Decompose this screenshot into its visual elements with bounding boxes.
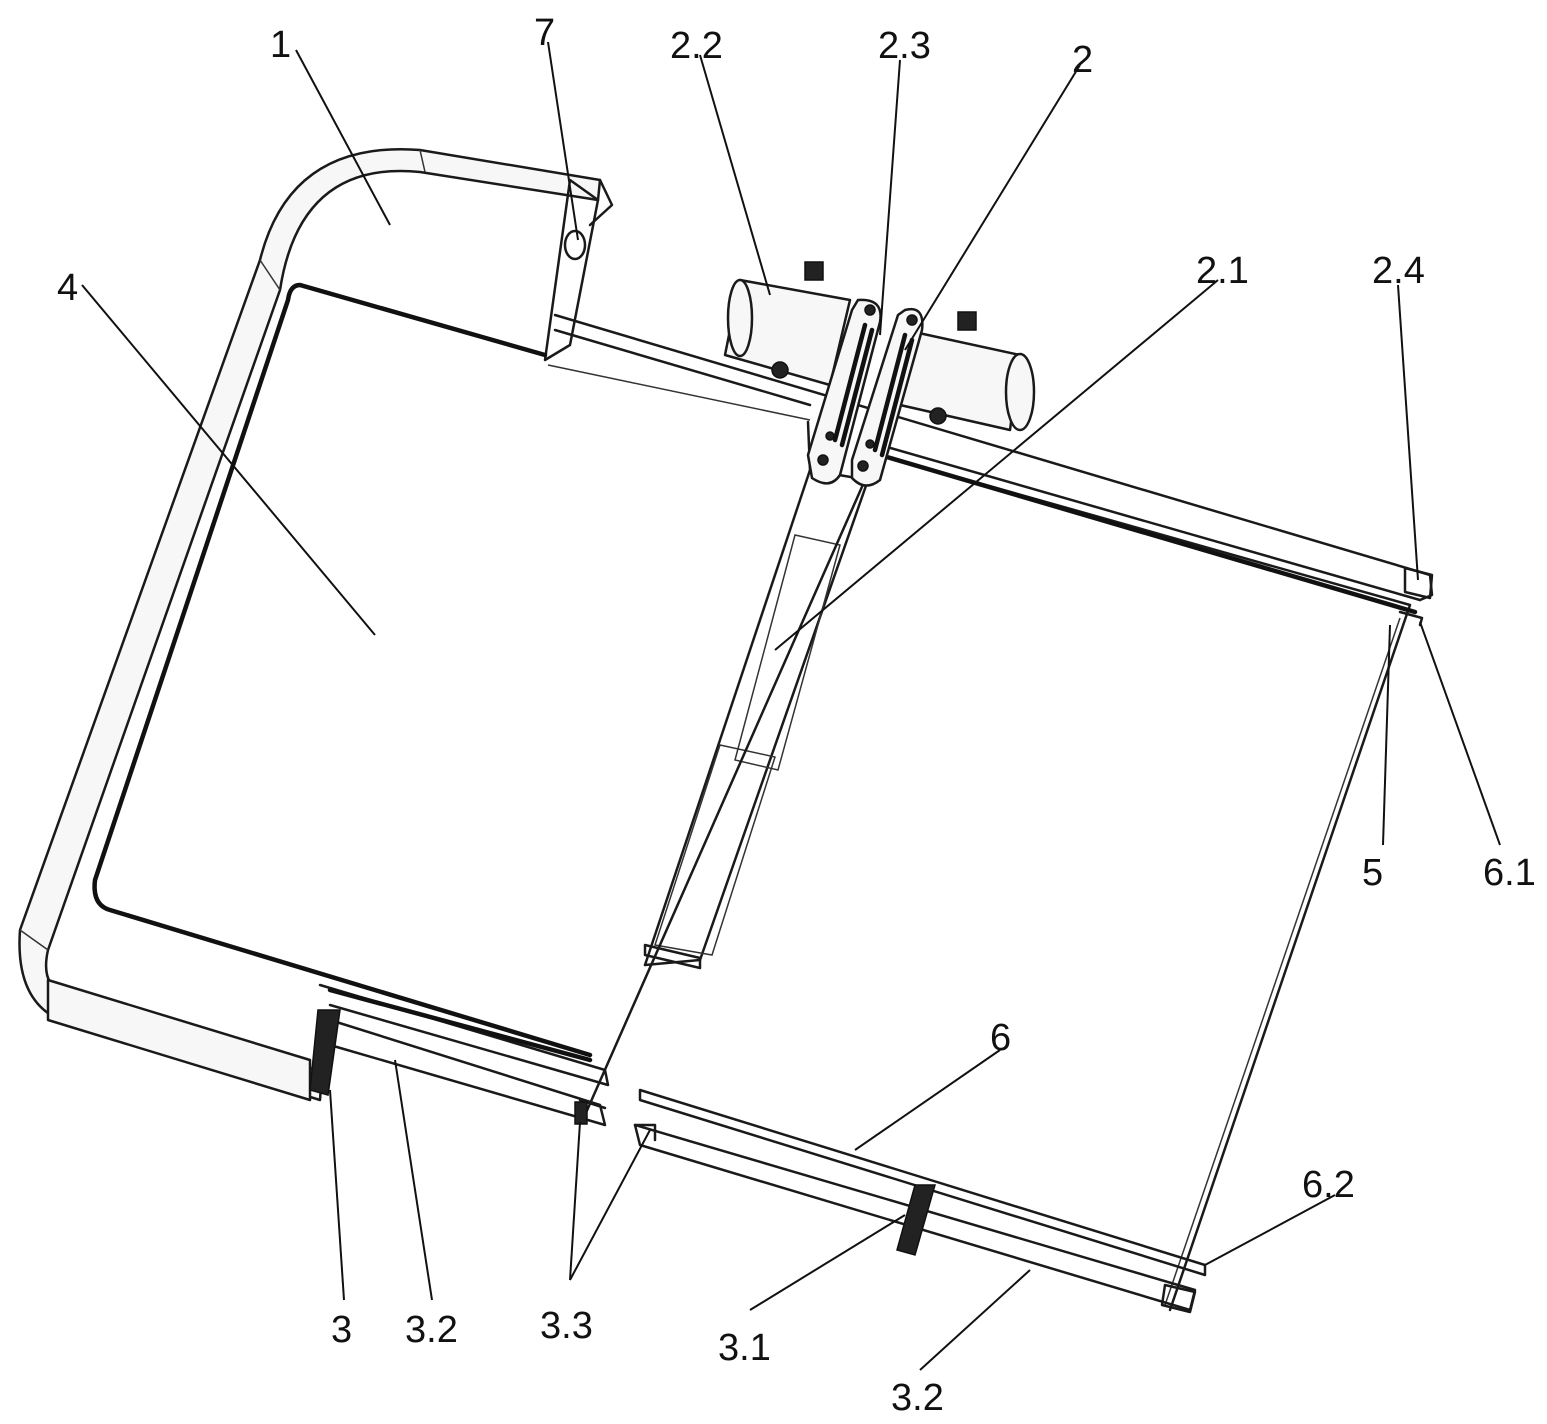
label-second-panel: 2 [1072,39,1093,81]
hinge-left [806,298,882,485]
label-lock: 7 [534,12,555,54]
label-frame: 1 [270,24,291,66]
label-track-right: 3.2 [891,1377,944,1419]
label-rail: 6 [990,1017,1011,1059]
label-seal: 5 [1362,852,1383,894]
label-panel-body: 2.1 [1196,250,1249,292]
motor-right [898,311,1036,432]
label-rail-end-bottom: 6.2 [1302,1164,1355,1206]
label-guide-pin: 3.3 [540,1305,593,1347]
motor-left [723,261,852,387]
outer-frame [18,148,614,1102]
lock-knob [563,229,587,261]
first-panel [92,282,811,1058]
label-support: 3 [331,1309,352,1351]
hinge-right [850,307,924,487]
leader-lines [81,41,1501,1371]
label-first-panel: 4 [57,267,78,309]
top-rail [553,313,1434,627]
label-end-cap: 2.4 [1372,250,1425,292]
reference-labels: 1 7 2.2 2.3 2 2.1 2.4 4 5 6.1 6 6.2 3 3.… [57,12,1536,1419]
label-track-left: 3.2 [405,1309,458,1351]
label-rail-end-top: 6.1 [1483,852,1536,894]
label-hinge: 2.3 [878,25,931,67]
left-track [309,983,610,1127]
right-track [633,1088,1207,1314]
label-roller: 3.1 [718,1327,771,1369]
second-panel [583,420,1412,1312]
label-motor: 2.2 [670,25,723,67]
